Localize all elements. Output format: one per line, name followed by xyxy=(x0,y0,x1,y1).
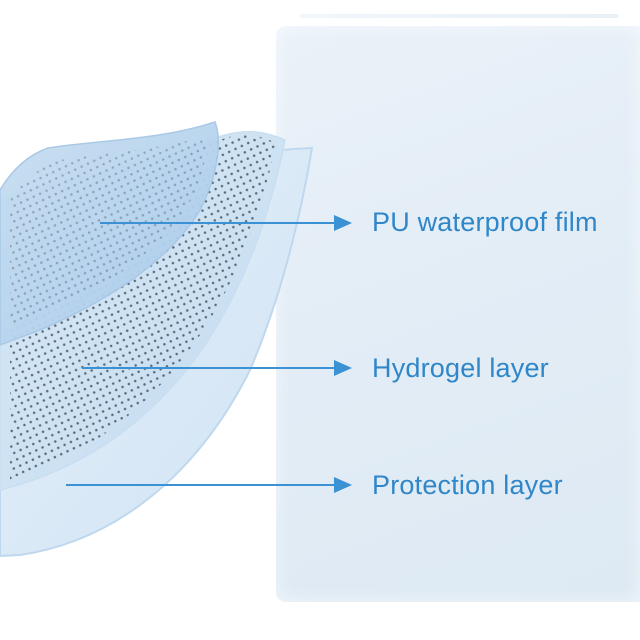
label-protection-layer: Protection layer xyxy=(372,470,563,500)
decorative-top-rule xyxy=(300,14,618,18)
arrow-pu-film xyxy=(100,215,352,231)
label-pu-waterproof-film: PU waterproof film xyxy=(372,207,598,237)
arrow-protection xyxy=(66,477,352,493)
label-hydrogel-layer: Hydrogel layer xyxy=(372,353,549,383)
arrow-hydrogel xyxy=(82,360,352,376)
pu-film-pores xyxy=(10,136,206,325)
background-panel xyxy=(276,26,640,602)
